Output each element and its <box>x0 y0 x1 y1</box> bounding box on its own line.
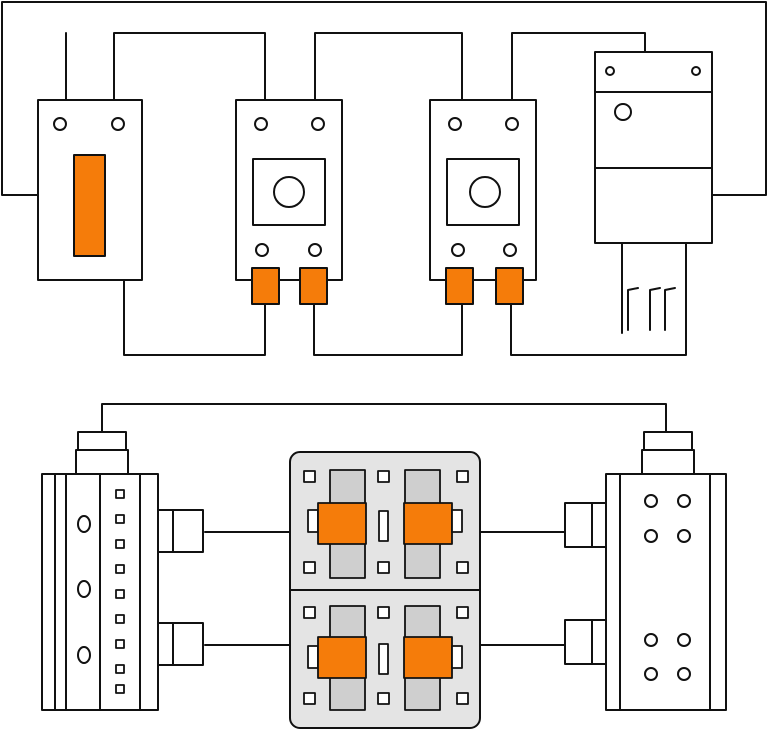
screw-hole-icon <box>691 66 701 76</box>
screw-hole-icon <box>605 66 615 76</box>
screw-hole-icon <box>503 243 517 257</box>
screw-hole-icon <box>644 667 658 681</box>
breaker-icon <box>317 502 367 545</box>
power-adapter <box>594 51 713 334</box>
screw-hole-icon <box>644 633 658 647</box>
screw-hole-icon <box>644 529 658 543</box>
bottom-wires <box>101 403 667 646</box>
relay-module-2 <box>429 99 537 305</box>
relay-icon <box>469 176 501 208</box>
mounting-hole-icon <box>77 580 91 598</box>
screw-hole-icon <box>677 667 691 681</box>
screw-hole-icon <box>677 494 691 508</box>
terminal-icon <box>299 267 328 305</box>
screw-hole-icon <box>451 243 465 257</box>
screw-hole-icon <box>448 117 462 131</box>
mounting-hole-icon <box>77 646 91 664</box>
left-terminal-block <box>41 431 204 711</box>
toggle-switch-icon <box>73 154 106 257</box>
screw-hole-icon <box>53 117 67 131</box>
top-wires <box>1 1 767 356</box>
relay-icon <box>273 176 305 208</box>
screw-hole-icon <box>505 117 519 131</box>
center-breaker-panel <box>289 451 481 729</box>
indicator-icon <box>614 103 632 121</box>
terminal-icon <box>495 267 524 305</box>
terminal-icon <box>445 267 474 305</box>
switch-module <box>37 99 143 281</box>
screw-hole-icon <box>677 529 691 543</box>
breaker-icon <box>317 636 367 679</box>
plug-icon <box>621 242 687 334</box>
breaker-icon <box>403 636 453 679</box>
right-terminal-block <box>564 431 727 711</box>
breaker-icon <box>403 502 453 545</box>
terminal-pins <box>115 489 125 694</box>
terminal-icon <box>251 267 280 305</box>
screw-hole-icon <box>254 117 268 131</box>
screw-hole-icon <box>111 117 125 131</box>
screw-hole-icon <box>308 243 322 257</box>
screw-hole-icon <box>311 117 325 131</box>
relay-module-1 <box>235 99 343 305</box>
breaker-lower <box>303 605 469 711</box>
screw-hole-icon <box>644 494 658 508</box>
mounting-hole-icon <box>77 515 91 533</box>
screw-hole-icon <box>677 633 691 647</box>
breaker-upper <box>303 469 469 579</box>
screw-hole-icon <box>255 243 269 257</box>
